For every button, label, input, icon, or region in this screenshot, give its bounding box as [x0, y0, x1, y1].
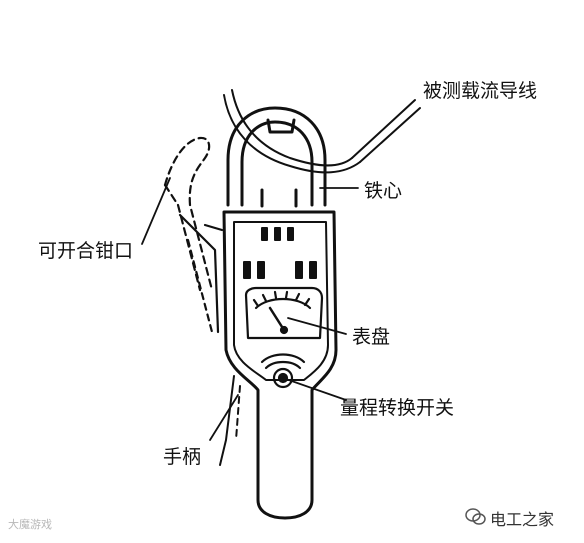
open-jaw-dashed — [163, 136, 214, 292]
conductor-cable — [223, 89, 421, 174]
label-jaw: 可开合钳口 — [38, 240, 134, 262]
label-core: 铁心 — [364, 180, 403, 202]
trigger-lever — [178, 213, 224, 334]
slot-row-middle — [243, 261, 317, 279]
meter-body — [222, 210, 338, 520]
label-handle: 手柄 — [163, 446, 202, 468]
handle-grip — [219, 375, 241, 466]
range-switch-knob — [260, 353, 306, 389]
label-dial: 表盘 — [352, 326, 391, 348]
slot-row-top — [261, 227, 294, 241]
leader-lines — [141, 177, 359, 441]
watermark-left: 大魔游戏 — [8, 518, 52, 531]
dial-face — [244, 286, 324, 340]
label-conductor: 被测载流导线 — [423, 80, 538, 102]
wechat-icon — [465, 508, 486, 525]
label-range-switch: 量程转换开关 — [340, 397, 455, 419]
watermark-right: 电工之家 — [490, 510, 555, 529]
iron-core — [226, 106, 327, 208]
